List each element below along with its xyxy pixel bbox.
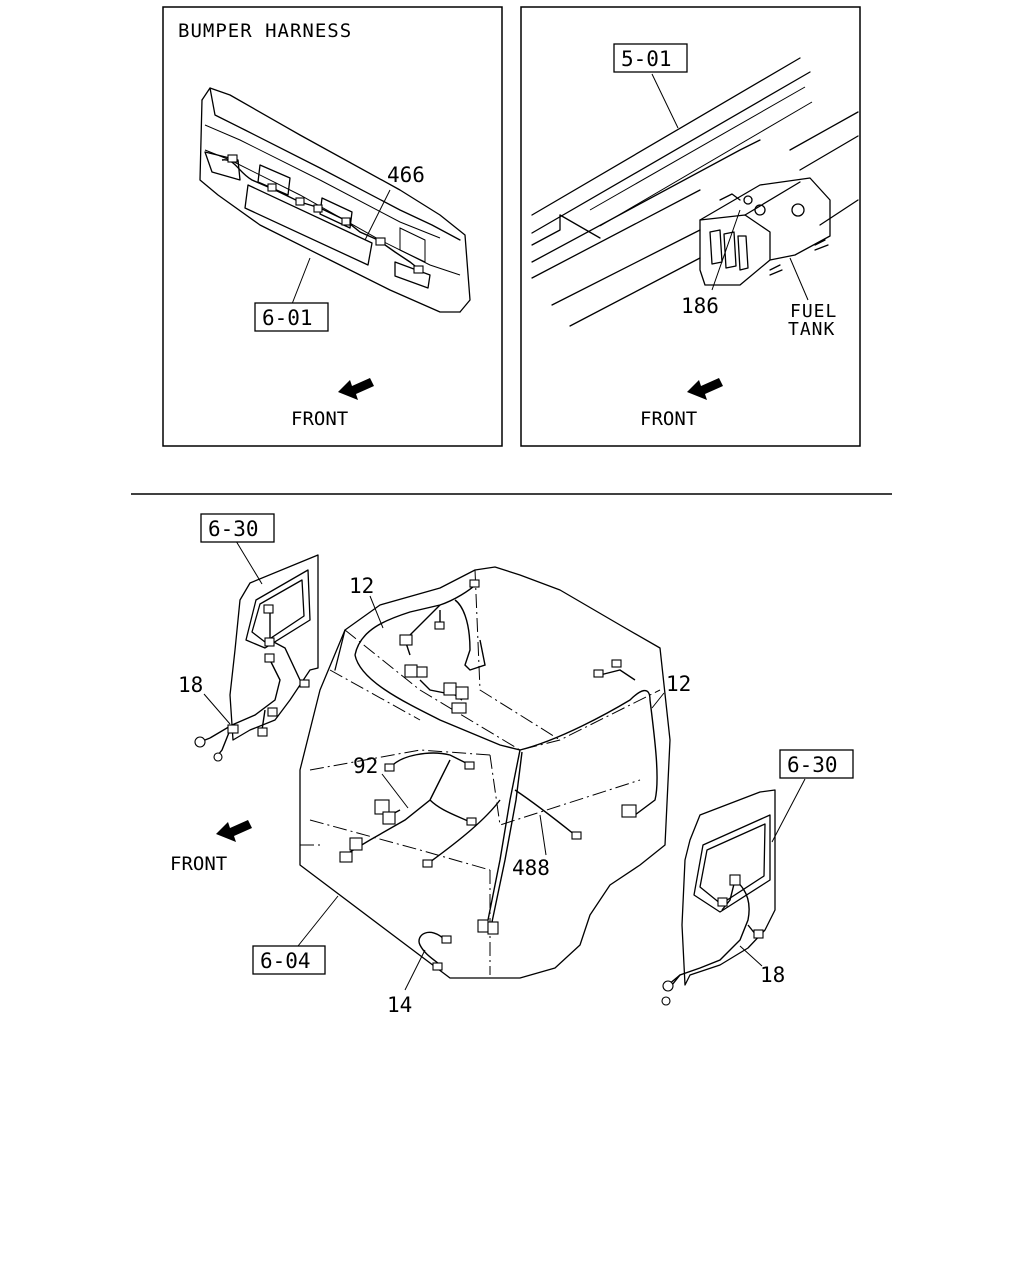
bumper-front-label: FRONT [291, 408, 348, 430]
part-14-label[interactable]: 14 [387, 993, 412, 1017]
harness-18-right-wires [661, 874, 764, 1006]
ref-5-01-box[interactable] [613, 43, 688, 73]
ref-6-01-box[interactable] [254, 302, 329, 332]
part-488-label[interactable]: 488 [512, 856, 550, 880]
front-arrow-icon [687, 378, 723, 400]
left-door-illustration [229, 554, 319, 741]
part-466-label[interactable]: 466 [387, 163, 425, 187]
fuel-panel-frame [520, 6, 861, 447]
ref-6-30-box-left[interactable] [200, 513, 275, 543]
cab-harness-diagram: 12 12 92 488 [170, 513, 854, 1017]
fuel-front-label: FRONT [640, 408, 697, 430]
ref-6-30-label-right: 6-30 [787, 753, 838, 777]
ref-6-30-box-right[interactable] [779, 749, 854, 779]
chassis-frame-illustration [531, 57, 859, 327]
ref-5-01-label: 5-01 [621, 47, 672, 71]
part-18-label-left[interactable]: 18 [178, 673, 203, 697]
ref-6-01-label: 6-01 [262, 306, 313, 330]
main-front-label: FRONT [170, 853, 227, 875]
part-18-label-right[interactable]: 18 [760, 963, 785, 987]
part-12-label-right[interactable]: 12 [666, 672, 691, 696]
front-arrow-icon [216, 820, 252, 842]
fuel-tank-panel: 5-01 186 FUEL TANK FRONT [520, 6, 861, 447]
harness-488-wires [422, 789, 582, 868]
ref-6-30-label-left: 6-30 [208, 517, 259, 541]
harness-18-left-wires [194, 604, 310, 762]
harness-92-wires [339, 752, 477, 863]
bumper-panel-title: BUMPER HARNESS [178, 20, 352, 42]
part-186-label[interactable]: 186 [681, 294, 719, 318]
bumper-panel-frame [162, 6, 503, 447]
ref-6-04-box[interactable] [252, 945, 326, 975]
ref-6-04-label: 6-04 [260, 949, 311, 973]
bumper-harness-panel: BUMPER HARNESS 466 6-01 [162, 6, 503, 447]
harness-12-wires [354, 579, 658, 935]
part-92-label[interactable]: 92 [353, 754, 378, 778]
right-door-illustration [681, 789, 776, 986]
harness-14-wires [418, 931, 452, 971]
front-arrow-icon [338, 378, 374, 400]
part-12-label-top[interactable]: 12 [349, 574, 374, 598]
cab-illustration [299, 566, 671, 979]
fuel-tank-illustration [699, 177, 831, 286]
fuel-tank-label-line2: TANK [788, 319, 835, 340]
fuel-tank-label-line1: FUEL [790, 301, 837, 322]
